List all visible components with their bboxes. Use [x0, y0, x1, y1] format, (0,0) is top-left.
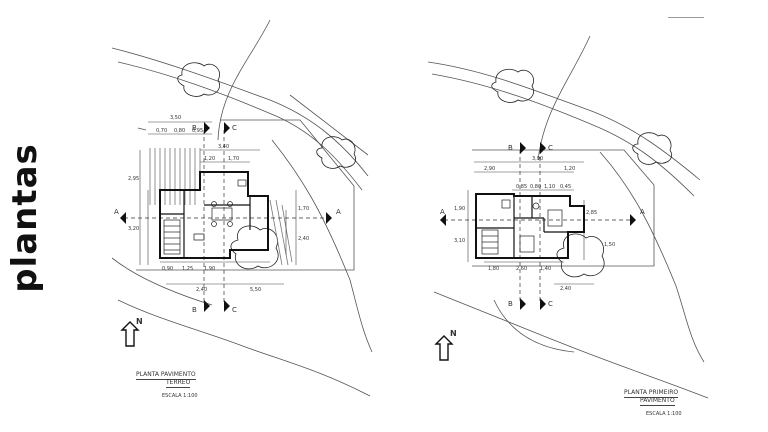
dim-label: 1,90	[204, 266, 215, 272]
plan-title-line1: PLANTA PRIMEIRO	[624, 389, 679, 398]
tree-canopy	[556, 233, 605, 278]
dim-label: 3,40	[218, 144, 229, 150]
deck-hatching	[149, 148, 293, 266]
stair	[163, 219, 181, 255]
plan-title-block: PLANTA PAVIMENTO TERREO ESCALA 1:100	[136, 372, 246, 399]
section-label-b-bottom: B	[192, 306, 197, 314]
tree-canopy	[491, 68, 534, 103]
dim-label: 1,40	[540, 266, 551, 272]
section-markers	[120, 122, 332, 312]
terrain-line-3	[433, 291, 709, 399]
dim-label: 1,50	[604, 242, 615, 248]
section-label-a-left: A	[114, 208, 119, 216]
north-label: N	[136, 317, 143, 326]
dim-label: 0,85	[516, 184, 527, 190]
plan-first-floor-drawing: B C B C A A 3,90 2,90 1,20 0,85 0,80 1,1…	[427, 35, 709, 399]
dim-label: 1,10	[544, 184, 555, 190]
terrain-line-4	[493, 299, 575, 353]
dim-label: 1,70	[298, 206, 309, 212]
site-boundary	[136, 94, 369, 271]
terrain-line-4	[111, 257, 213, 306]
dim-label: 2,40	[196, 287, 207, 293]
plan-scale: ESCALA 1:100	[646, 411, 682, 417]
plan-title-block: PLANTA PRIMEIRO PAVIMENTO ESCALA 1:100	[624, 390, 714, 417]
dim-label: 3,20	[128, 226, 139, 232]
road-edge-inner	[117, 61, 363, 191]
dim-label: 0,90	[162, 266, 173, 272]
dim-label: 0,95	[192, 128, 203, 134]
section-lines	[444, 150, 634, 302]
section-label-c-bottom: C	[232, 306, 237, 314]
dim-label: 3,50	[170, 115, 181, 121]
section-label-c: C	[548, 144, 553, 152]
dim-label: 1,25	[182, 266, 193, 272]
dim-label: 5,50	[250, 287, 261, 293]
tree-canopy	[632, 132, 672, 165]
terrain-line-1	[537, 35, 591, 161]
north-label: N	[450, 329, 457, 338]
dim-label: 2,90	[484, 166, 495, 172]
dim-label: 1,20	[564, 166, 575, 172]
dim-label: 0,80	[174, 128, 185, 134]
plan-ground-floor-drawing: B C B C A A 3,50 0,70 0,80 0,95 3,40 1,2…	[111, 19, 373, 397]
plan-title-line2: PAVIMENTO	[640, 397, 675, 406]
tree-canopy	[177, 62, 220, 97]
slide-title: plantas	[2, 143, 48, 293]
dim-label: 0,80	[530, 184, 541, 190]
road-edge-outer	[111, 47, 369, 177]
dim-label: 3,10	[454, 238, 465, 244]
dim-label: 2,85	[586, 210, 597, 216]
section-markers	[440, 142, 636, 310]
section-lines	[124, 130, 330, 305]
house-walls	[159, 171, 269, 259]
section-label-a-right: A	[640, 208, 645, 216]
plan-title-line1: PLANTA PAVIMENTO	[136, 371, 196, 380]
dim-label: 1,20	[204, 156, 215, 162]
section-label-b-bottom: B	[508, 300, 513, 308]
top-divider	[668, 17, 704, 18]
plan-first-floor: B C B C A A 3,90 2,90 1,20 0,85 0,80 1,1…	[424, 0, 714, 432]
dim-label: 1,90	[454, 206, 465, 212]
tree-canopy	[316, 136, 356, 169]
dim-label: 2,40	[298, 236, 309, 242]
terrain-line-2	[271, 139, 373, 353]
dim-label: 0,45	[560, 184, 571, 190]
section-label-a-left: A	[440, 208, 445, 216]
dim-label: 3,90	[532, 156, 543, 162]
dim-label: 2,40	[560, 286, 571, 292]
plan-scale: ESCALA 1:100	[162, 393, 198, 399]
site-boundary	[472, 149, 655, 267]
dim-label: 1,70	[228, 156, 239, 162]
section-label-c-bottom: C	[548, 300, 553, 308]
section-label-b: B	[508, 144, 513, 152]
dim-label: 2,95	[128, 176, 139, 182]
road-edge-inner	[431, 73, 695, 197]
section-label-b: B	[192, 124, 197, 132]
north-arrow-icon	[434, 335, 454, 361]
road-edge-outer	[427, 61, 701, 181]
dim-label: 2,60	[516, 266, 527, 272]
dimension-lines	[139, 121, 297, 285]
plan-title-line2: TERREO	[166, 379, 191, 388]
dim-label: 0,70	[156, 128, 167, 134]
furniture	[501, 199, 563, 253]
furniture	[193, 179, 247, 241]
plan-ground-floor: B C B C A A 3,50 0,70 0,80 0,95 3,40 1,2…	[100, 0, 380, 432]
terrain-line-3	[117, 299, 371, 397]
dim-label: 1,80	[488, 266, 499, 272]
terrain-line-1	[217, 19, 271, 141]
north-arrow-icon	[120, 321, 140, 347]
section-label-a-right: A	[336, 208, 341, 216]
stair	[481, 229, 499, 255]
terrain-line-2	[599, 151, 705, 363]
tree-canopy	[230, 225, 279, 270]
section-label-c: C	[232, 124, 237, 132]
slide-title-text: plantas	[5, 143, 45, 293]
house-walls	[475, 193, 585, 259]
